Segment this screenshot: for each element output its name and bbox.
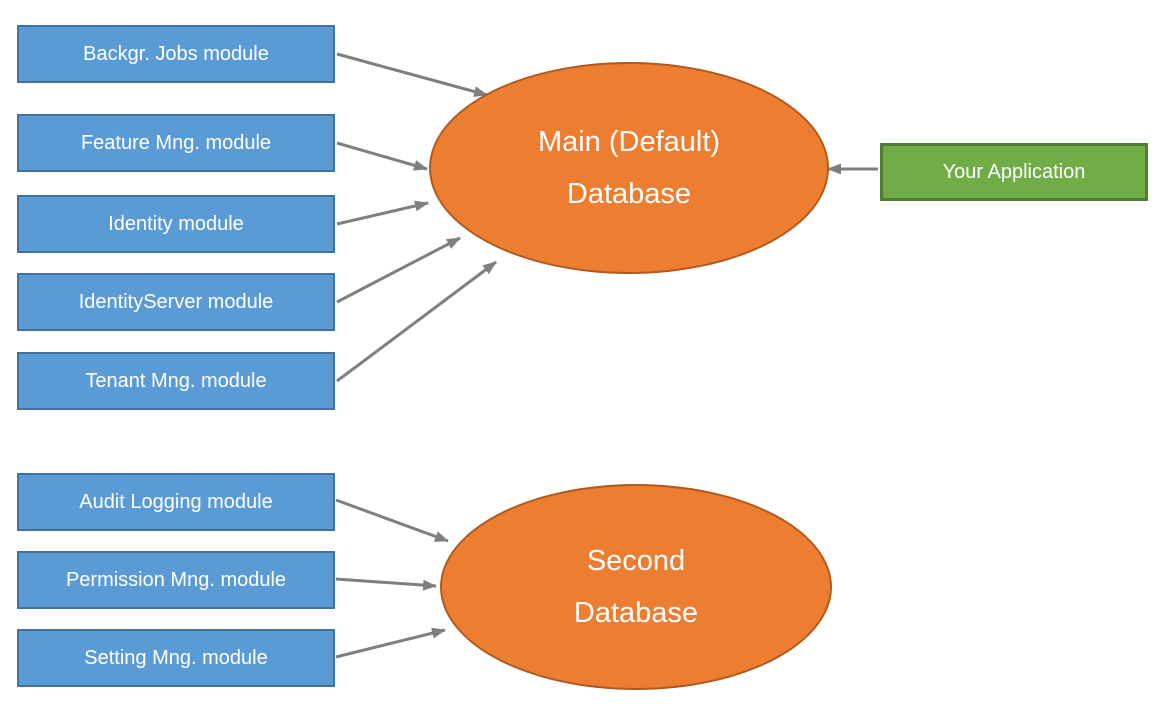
module-label: Setting Mng. module [84, 646, 268, 669]
second-database-label-line1: Second [586, 545, 686, 577]
your-application-label: Your Application [942, 160, 1086, 183]
module-label: Permission Mng. module [65, 568, 287, 591]
main-database-ellipse: Main (Default) Database [429, 62, 829, 274]
module-label: Feature Mng. module [80, 131, 272, 154]
module-box-identityserver: IdentityServer module [17, 273, 335, 331]
second-database-label-line2: Database [573, 597, 699, 629]
module-label: Tenant Mng. module [85, 369, 267, 392]
module-label: Audit Logging module [79, 490, 273, 513]
main-database-label-line2: Database [566, 178, 692, 210]
module-box-tenant-mng: Tenant Mng. module [17, 352, 335, 410]
module-label: Identity module [108, 212, 244, 235]
arrow-tenant-mng-to-main-db [336, 260, 497, 383]
module-box-backgr-jobs: Backgr. Jobs module [17, 25, 335, 83]
arrow-identityserver-to-main-db [336, 236, 461, 304]
arrow-identity-to-main-db [336, 200, 429, 226]
your-application-box: Your Application [880, 143, 1148, 201]
module-box-permission-mng: Permission Mng. module [17, 551, 335, 609]
arrow-audit-logging-to-second-db [335, 498, 449, 543]
arrow-feature-mng-to-main-db [336, 141, 428, 171]
module-label: Backgr. Jobs module [83, 42, 269, 65]
module-box-identity: Identity module [17, 195, 335, 253]
arrow-permission-mng-to-second-db [335, 577, 437, 591]
arrow-backgr-jobs-to-main-db [336, 52, 488, 97]
module-box-feature-mng: Feature Mng. module [17, 114, 335, 172]
module-box-setting-mng: Setting Mng. module [17, 629, 335, 687]
arrow-setting-mng-to-second-db [335, 627, 446, 659]
module-label: IdentityServer module [78, 290, 274, 313]
module-box-audit-logging: Audit Logging module [17, 473, 335, 531]
main-database-label-line1: Main (Default) [537, 126, 721, 158]
second-database-ellipse: Second Database [440, 484, 832, 690]
